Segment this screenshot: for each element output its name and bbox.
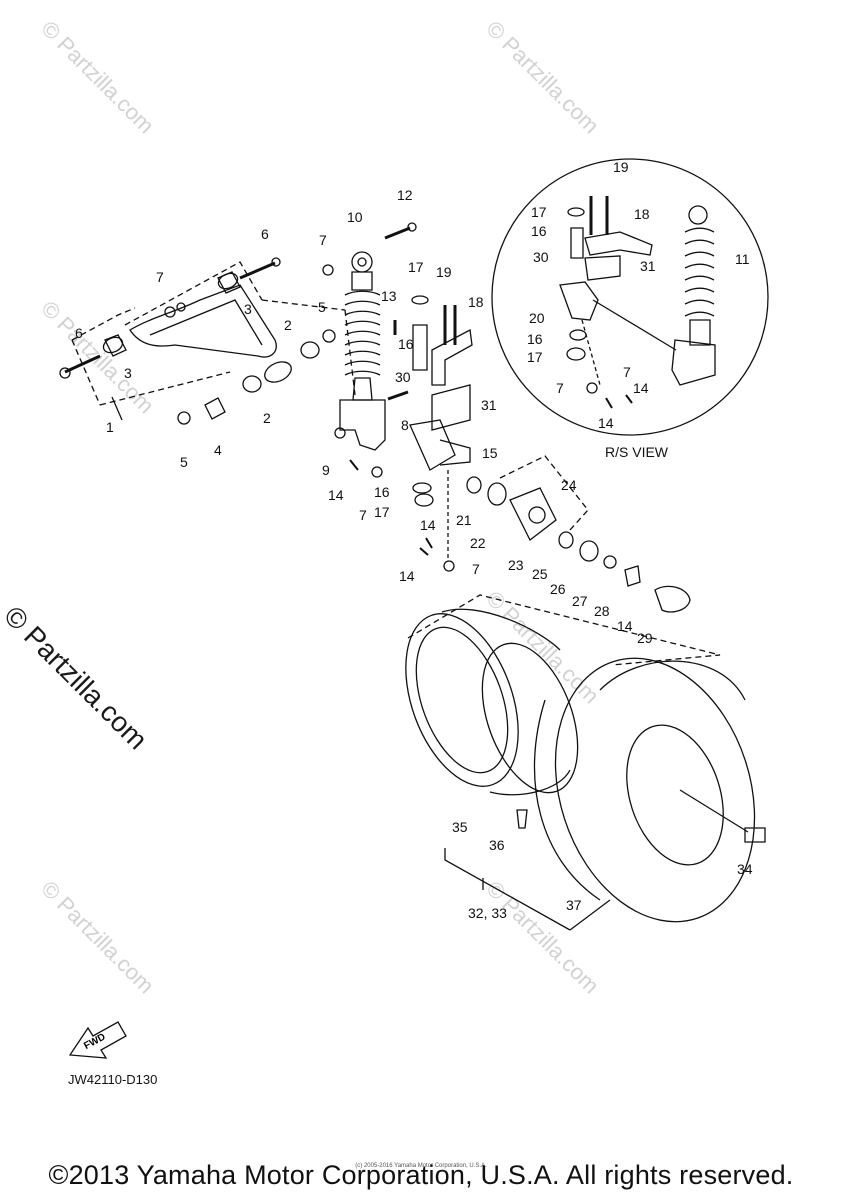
callout-2: 2 bbox=[263, 410, 271, 426]
callout-20: 20 bbox=[529, 310, 545, 326]
watermark-text: © Partzilla.com bbox=[36, 16, 159, 139]
callout-30: 30 bbox=[533, 249, 549, 265]
rs-view-inset bbox=[491, 158, 769, 436]
callout-21: 21 bbox=[456, 512, 472, 528]
callout-14: 14 bbox=[399, 568, 415, 584]
callout-12: 12 bbox=[397, 187, 413, 203]
callout-16: 16 bbox=[531, 223, 547, 239]
callout-6: 6 bbox=[261, 226, 269, 242]
callout-1: 1 bbox=[106, 419, 114, 435]
callout-5: 5 bbox=[180, 454, 188, 470]
copyright-footer: ©2013 Yamaha Motor Corporation, U.S.A. A… bbox=[48, 1160, 794, 1190]
callout-31: 31 bbox=[481, 397, 497, 413]
callout-16: 16 bbox=[398, 336, 414, 352]
callout-19: 19 bbox=[613, 159, 629, 175]
watermark-text: © Partzilla.com bbox=[481, 16, 604, 139]
rs-view-label: R/S VIEW bbox=[605, 444, 669, 460]
callout-14: 14 bbox=[633, 380, 649, 396]
callout-10: 10 bbox=[347, 209, 363, 225]
callout-17: 17 bbox=[408, 259, 424, 275]
callout-14: 14 bbox=[420, 517, 436, 533]
fine-print: (c) 2005-2016 Yamaha Motor Corporation, … bbox=[355, 1163, 487, 1169]
callout-13: 13 bbox=[381, 288, 397, 304]
callout-5: 5 bbox=[318, 299, 326, 315]
callout-8: 8 bbox=[401, 417, 409, 433]
callout-29: 29 bbox=[637, 630, 653, 646]
callout-7: 7 bbox=[156, 269, 164, 285]
callout-30: 30 bbox=[395, 369, 411, 385]
callout-24: 24 bbox=[561, 477, 577, 493]
callout-16: 16 bbox=[374, 484, 390, 500]
callout-11: 11 bbox=[735, 251, 750, 267]
callout-7: 7 bbox=[472, 561, 480, 577]
callout-26: 26 bbox=[550, 581, 566, 597]
callout-7: 7 bbox=[319, 232, 327, 248]
callout-35: 35 bbox=[452, 819, 468, 835]
watermark-pattern: © Partzilla.com © Partzilla.com © Partzi… bbox=[36, 16, 604, 999]
watermark-text: © Partzilla.com bbox=[36, 876, 159, 999]
parts-linework bbox=[59, 222, 766, 931]
fwd-arrow-icon: FWD bbox=[68, 1021, 127, 1059]
callout-7: 7 bbox=[556, 380, 564, 396]
callout-6: 6 bbox=[75, 325, 83, 341]
callout-23: 23 bbox=[508, 557, 524, 573]
callout-14: 14 bbox=[598, 415, 614, 431]
callout-7: 7 bbox=[359, 507, 367, 523]
callout-14: 14 bbox=[617, 618, 633, 634]
watermark-text: © Partzilla.com bbox=[481, 876, 604, 999]
callout-3: 3 bbox=[124, 365, 132, 381]
callout-4: 4 bbox=[214, 442, 222, 458]
callout-2: 2 bbox=[284, 317, 292, 333]
callout-19: 19 bbox=[436, 264, 452, 280]
callout-34: 34 bbox=[737, 861, 753, 877]
callout-14: 14 bbox=[328, 487, 344, 503]
callout-17: 17 bbox=[531, 204, 547, 220]
callout-37: 37 bbox=[566, 897, 582, 913]
callout-15: 15 bbox=[482, 445, 498, 461]
callout-labels: 1 2 2 3 3 4 5 5 6 6 7 7 7 7 7 7 8 9 10 1… bbox=[75, 159, 753, 921]
callout-31: 31 bbox=[640, 258, 656, 274]
callout-3: 3 bbox=[244, 301, 252, 317]
callout-16: 16 bbox=[527, 331, 543, 347]
callout-17: 17 bbox=[527, 349, 543, 365]
callout-32-33: 32, 33 bbox=[468, 905, 507, 921]
callout-17: 17 bbox=[374, 504, 390, 520]
callout-36: 36 bbox=[489, 837, 505, 853]
callout-9: 9 bbox=[322, 462, 330, 478]
diagram-code: JW42110-D130 bbox=[68, 1072, 158, 1087]
callout-22: 22 bbox=[470, 535, 486, 551]
callout-27: 27 bbox=[572, 593, 588, 609]
callout-18: 18 bbox=[468, 294, 484, 310]
callout-7: 7 bbox=[623, 364, 631, 380]
callout-28: 28 bbox=[594, 603, 610, 619]
callout-25: 25 bbox=[532, 566, 548, 582]
callout-18: 18 bbox=[634, 206, 650, 222]
